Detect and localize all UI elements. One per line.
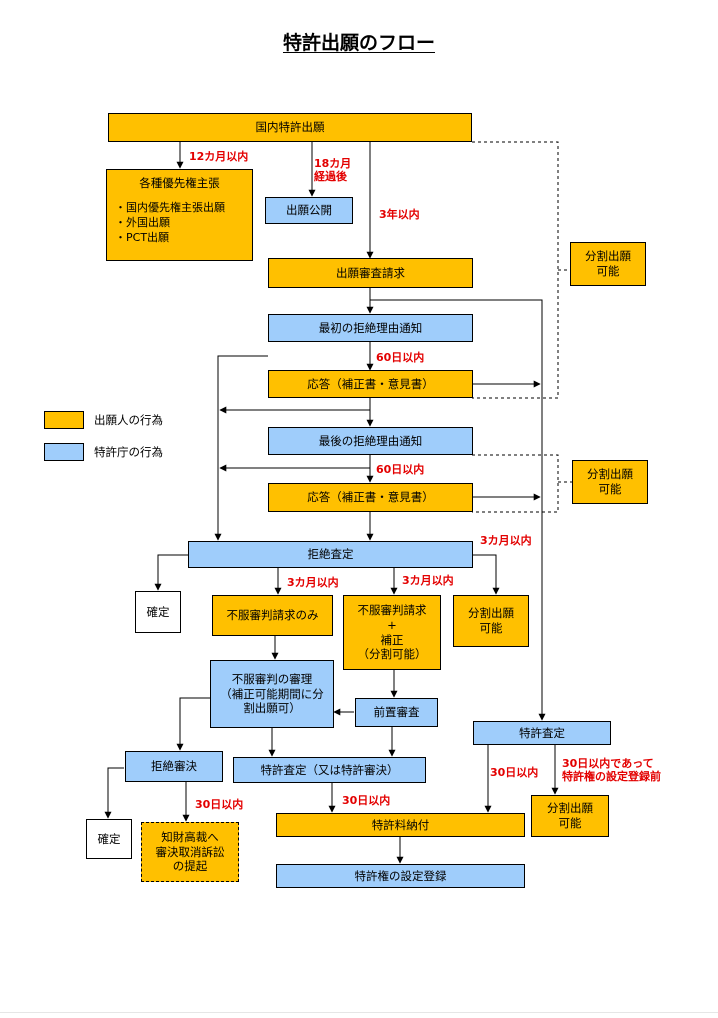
appeal-rejection-box: 拒絶審決: [125, 751, 223, 782]
deadline-label-3-months-2: 3カ月以内: [287, 576, 339, 589]
legend-office-label: 特許庁の行為: [94, 445, 163, 459]
legend-applicant-swatch: [44, 411, 84, 429]
deadline-label-12-months: 12カ月以内: [189, 150, 249, 163]
deadline-label-30-days-before-registration: 30日以内であって 特許権の設定登録前: [562, 757, 661, 784]
priority-claim-box: 各種優先権主張 ・国内優先権主張出願 ・外国出願 ・PCT出願: [106, 169, 253, 261]
deadline-label-30-days-3: 30日以内: [342, 794, 391, 807]
deadline-label-3-months-3: 3カ月以内: [402, 574, 454, 587]
appeal-amendment-box: 不服審判請求 + 補正 （分割可能）: [343, 595, 441, 670]
publication-box: 出願公開: [265, 197, 353, 224]
pre-examination-box: 前置審査: [355, 698, 438, 727]
bottom-divider: [0, 1012, 718, 1013]
priority-claim-heading: 各種優先権主張: [139, 176, 220, 190]
first-rejection-notice-box: 最初の拒絶理由通知: [268, 314, 473, 342]
division-possible-box-4: 分割出願 可能: [531, 795, 609, 837]
final-box-1: 確定: [135, 591, 181, 633]
deadline-label-3-months-1: 3カ月以内: [480, 534, 532, 547]
deadline-label-30-days-2: 30日以内: [195, 798, 244, 811]
final-box-2: 確定: [86, 819, 132, 859]
response-1-box: 応答（補正書・意見書）: [268, 370, 473, 398]
division-possible-box-2: 分割出願 可能: [572, 460, 648, 504]
ip-court-lawsuit-box: 知財高裁へ 審決取消訴訟 の提起: [141, 822, 239, 882]
appeal-only-box: 不服審判請求のみ: [212, 595, 333, 636]
division-possible-box-3: 分割出願 可能: [453, 595, 529, 647]
domestic-application-box: 国内特許出願: [108, 113, 472, 142]
legend-office-swatch: [44, 443, 84, 461]
division-possible-box-1: 分割出願 可能: [570, 242, 646, 286]
rejection-decision-box: 拒絶査定: [188, 541, 473, 568]
patent-registration-box: 特許権の設定登録: [276, 864, 525, 888]
page-title: 特許出願のフロー: [282, 32, 435, 54]
exam-request-box: 出願審査請求: [268, 258, 473, 288]
deadline-label-18-months: 18カ月 経過後: [314, 157, 352, 184]
final-rejection-notice-box: 最後の拒絶理由通知: [268, 427, 473, 455]
appeal-trial-box: 不服審判の審理 （補正可能期間に分 割出願可）: [210, 660, 334, 728]
deadline-label-60-days-1: 60日以内: [376, 351, 425, 364]
grant-or-trial-decision-box: 特許査定（又は特許審決）: [233, 757, 426, 783]
patent-fee-payment-box: 特許料納付: [276, 813, 525, 837]
legend-applicant-label: 出願人の行為: [94, 413, 163, 427]
response-2-box: 応答（補正書・意見書）: [268, 483, 473, 512]
deadline-label-60-days-2: 60日以内: [376, 463, 425, 476]
priority-claim-list: ・国内優先権主張出願 ・外国出願 ・PCT出願: [115, 200, 225, 244]
deadline-label-3-years: 3年以内: [379, 208, 420, 221]
grant-decision-box: 特許査定: [473, 721, 611, 745]
deadline-label-30-days-1: 30日以内: [490, 766, 539, 779]
